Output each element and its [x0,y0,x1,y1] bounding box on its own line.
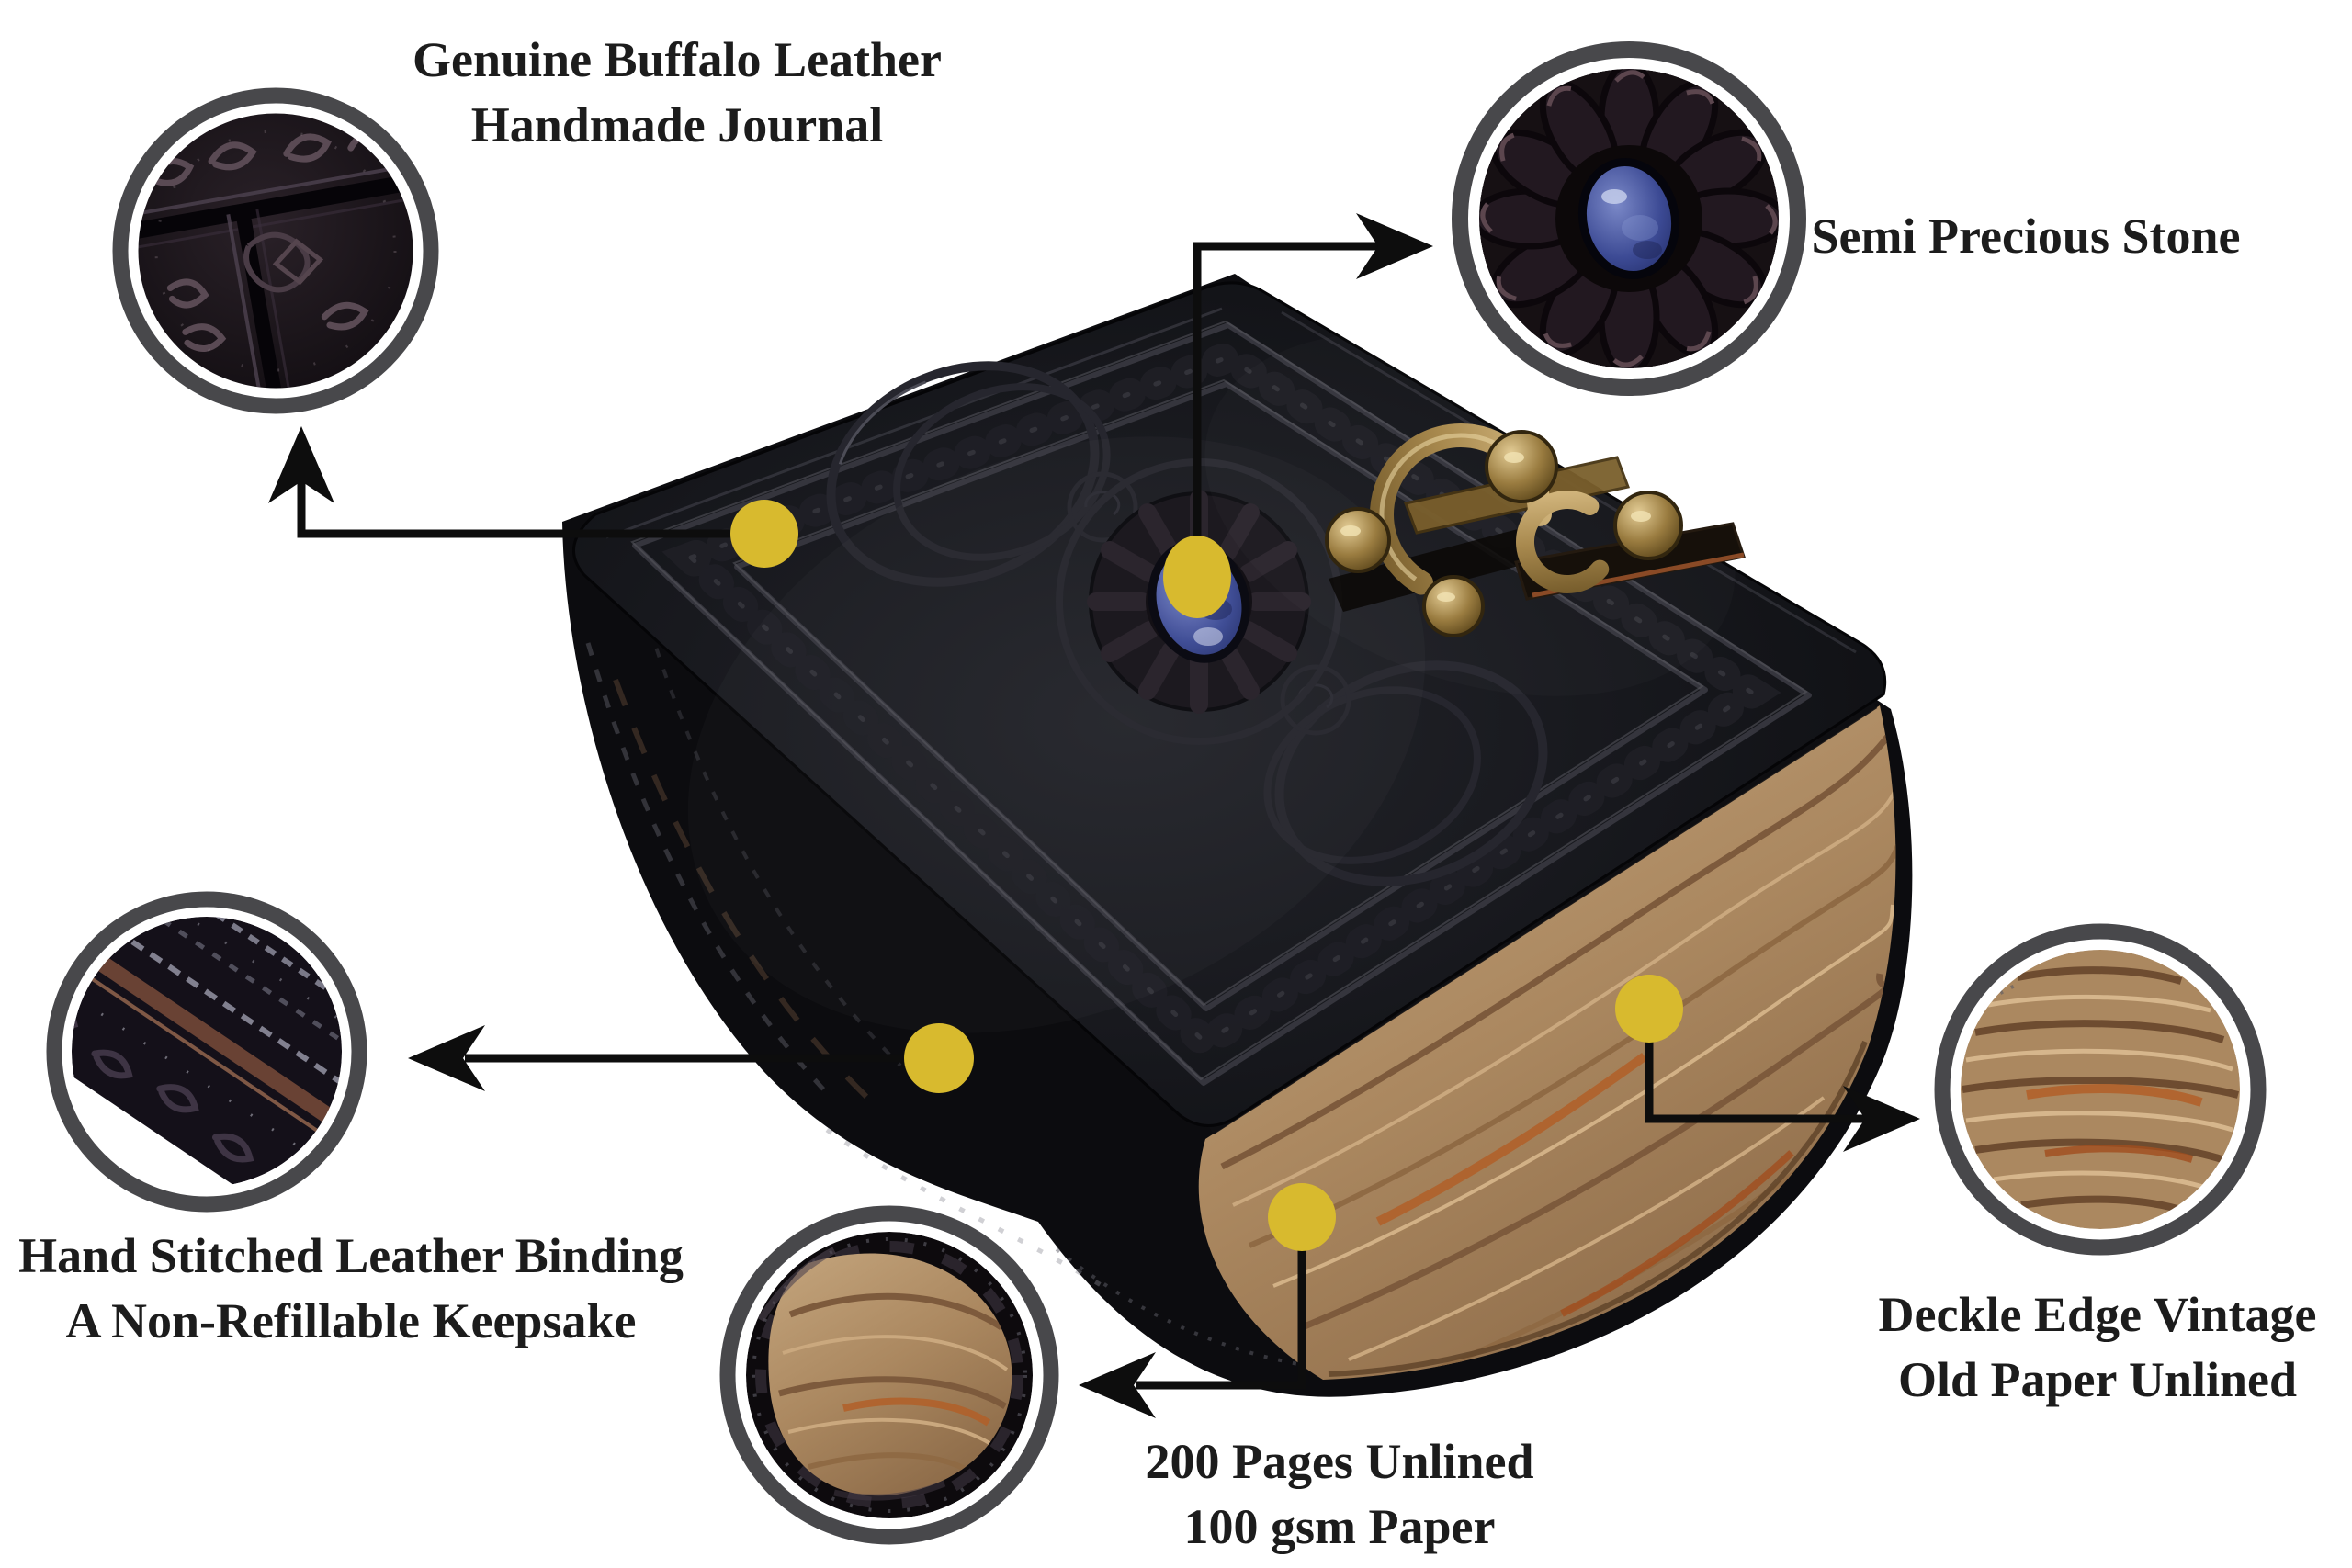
label-hand-stitched-binding: Hand Stitched Leather Binding A Non-Refi… [18,1224,684,1355]
marker-dot-pages [1268,1183,1336,1251]
label-deckle-edge-paper: Deckle Edge Vintage Old Paper Unlined [1879,1282,2317,1414]
arrow-to-leather-callout [268,426,764,538]
arrow-to-pages-callout [1079,1217,1306,1418]
callout-circle-paper [1934,923,2267,1256]
journal-product-photo [562,274,1913,1397]
callout-circle-stone [1452,41,1806,396]
stone-closeup [1577,157,1680,280]
spine-stitching [585,605,1342,1372]
arrow-to-stone-callout [1193,213,1433,574]
label-line: Semi Precious Stone [1811,209,2241,264]
arrow-to-paper-callout [1645,1009,1920,1152]
triskele-emblem-icon [1067,471,1138,543]
label-line: 100 gsm Paper [1183,1499,1496,1555]
marker-dot-stone [1163,536,1231,618]
label-line: Handmade Journal [470,97,884,153]
label-semi-precious-stone: Semi Precious Stone [1812,204,2241,269]
label-line: A Non-Refillable Keepsake [65,1293,637,1349]
label-200-pages: 200 Pages Unlined 100 gsm Paper [1145,1429,1533,1561]
marker-dot-binding [904,1023,974,1093]
triskele-emblem-icon [1280,664,1351,736]
label-genuine-buffalo-leather: Genuine Buffalo Leather Handmade Journal [413,28,942,159]
callout-circle-pages [719,1205,1059,1545]
label-line: Deckle Edge Vintage [1878,1287,2317,1342]
label-line: Hand Stitched Leather Binding [18,1228,684,1283]
embossed-border [630,320,1812,1086]
brass-clasp [1325,423,1746,637]
marker-dot-leather [730,500,798,568]
callout-circle-binding [46,891,368,1213]
arrow-to-binding-callout [408,1025,939,1091]
label-line: Genuine Buffalo Leather [413,32,942,87]
clasp-studs [1325,430,1683,637]
label-line: 200 Pages Unlined [1145,1434,1534,1489]
label-line: Old Paper Unlined [1897,1352,2298,1408]
marker-dot-paper [1615,975,1683,1043]
callout-circle-leather [112,87,439,414]
